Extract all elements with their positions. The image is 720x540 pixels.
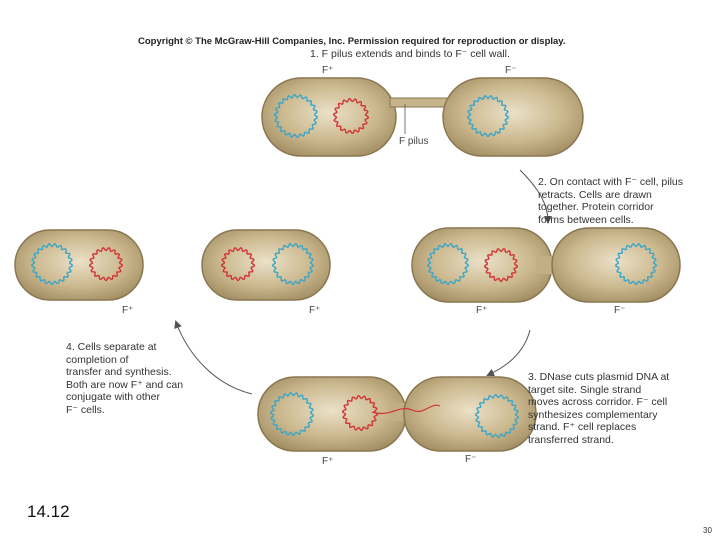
stage3-fminus-cell: [403, 376, 537, 452]
step1-text: 1. F pilus extends and binds to F⁻ cell …: [310, 48, 510, 60]
transferred-strand: [371, 404, 441, 414]
label-s3-fplus: F⁺: [322, 456, 334, 467]
step3-text: 3. DNase cuts plasmid DNA at target site…: [528, 371, 670, 446]
stage3-fminus-chromosome: [474, 393, 520, 439]
stage3-fplus-chromosome: [269, 391, 315, 437]
stage2-fplus-chromosome: [426, 243, 470, 286]
stage3-cells: [257, 376, 537, 452]
stage2-cells: [411, 227, 681, 303]
stage1-fplus-chromosome: [273, 93, 319, 139]
figure-number: 14.12: [27, 502, 70, 521]
stage4-right-chromosome: [271, 243, 315, 286]
stage2-fplus-cell: [411, 227, 553, 303]
stage4-left-plasmid: [88, 247, 124, 282]
label-f-pilus: F pilus: [399, 136, 429, 147]
stage1-fplus-plasmid: [332, 97, 370, 135]
label-s4-left: F⁺: [122, 305, 134, 316]
page-number: 30: [703, 526, 712, 535]
copyright-text: Copyright © The McGraw-Hill Companies, I…: [138, 36, 566, 47]
label-s2-fminus: F⁻: [614, 305, 626, 316]
label-s4-right: F⁺: [309, 305, 321, 316]
stage4-right-plasmid: [220, 247, 256, 282]
label-s2-fplus: F⁺: [476, 305, 488, 316]
stage2-fminus-chromosome: [614, 243, 658, 286]
label-top-fminus: F⁻: [505, 65, 517, 76]
arrow-stage1-to-2: [519, 169, 552, 224]
stage4-left-chromosome: [30, 243, 74, 286]
step4-text: 4. Cells separate at completion of trans…: [66, 341, 184, 416]
dna-layer: [30, 93, 658, 439]
stage3-fplus-plasmid: [341, 394, 379, 432]
stage1-cells: [261, 77, 584, 157]
label-top-fplus: F⁺: [322, 65, 334, 76]
arrow-stage2-to-3: [486, 329, 531, 377]
stage2-fplus-plasmid: [483, 248, 519, 283]
arrow-stage3-to-4: [174, 320, 253, 395]
stage1-fminus-cell: [442, 77, 584, 157]
stage4-left-cell: [14, 229, 144, 301]
stage1-fplus-cell: [261, 77, 397, 157]
stage1-fminus-chromosome: [466, 95, 510, 138]
label-s3-fminus: F⁻: [465, 454, 477, 465]
stage4-cells: [14, 229, 331, 301]
step2-text: 2. On contact with F⁻ cell, pilus retrac…: [538, 176, 684, 226]
